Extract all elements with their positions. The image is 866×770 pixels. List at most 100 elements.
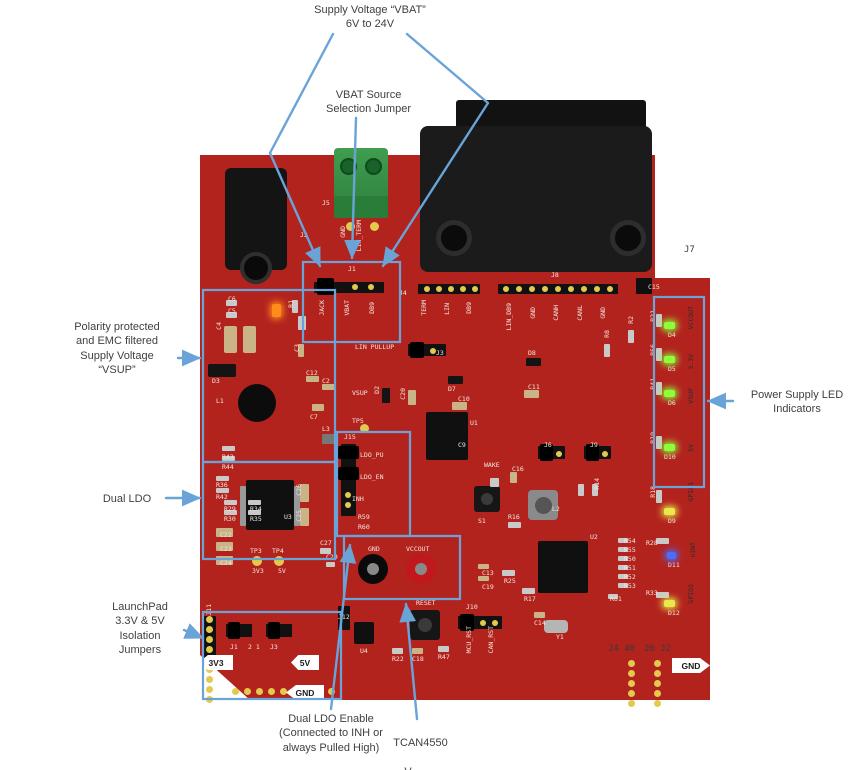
board-component — [238, 384, 276, 422]
callout-launchpad-isolation: LaunchPad 3.3V & 5V Isolation Jumpers — [112, 601, 168, 656]
board-component — [424, 286, 430, 292]
silkscreen-label: D3 — [212, 377, 220, 385]
silkscreen-label: R2 — [627, 316, 635, 324]
board-component — [538, 541, 588, 593]
board-component — [370, 222, 379, 231]
board-component — [240, 486, 246, 526]
board-component — [516, 286, 522, 292]
board-component — [452, 402, 467, 410]
board-component — [534, 612, 545, 618]
board-component — [206, 616, 213, 623]
silkscreen-label: Y1 — [556, 633, 564, 641]
board-component — [326, 562, 335, 567]
board-component — [415, 563, 427, 575]
silkscreen-label: CAN_RST — [487, 626, 495, 654]
silkscreen-label: R22 — [392, 655, 404, 663]
silkscreen-label: 5V — [687, 444, 695, 452]
silkscreen-label: R55 — [624, 546, 636, 554]
led — [667, 552, 676, 559]
board-component — [412, 648, 423, 654]
board-component — [472, 286, 478, 292]
board-component — [206, 686, 213, 693]
board-component — [522, 588, 535, 594]
silkscreen-label: 3.3V — [687, 354, 695, 370]
silkscreen-label: C13 — [482, 569, 494, 577]
board-component — [206, 636, 213, 643]
silkscreen-label: D2 — [373, 386, 381, 394]
board-component — [322, 434, 336, 444]
board-component — [592, 484, 598, 496]
silkscreen-label: DB9 — [465, 302, 473, 314]
silkscreen-label: S1 — [478, 517, 486, 525]
silkscreen-label: U4 — [360, 647, 368, 655]
terminal-block-screw-left — [340, 158, 357, 175]
silkscreen-label: VCCOUT — [406, 545, 430, 553]
board-component — [481, 493, 493, 505]
silkscreen-label: R14 — [593, 478, 601, 490]
board-component — [317, 278, 334, 295]
board-component — [345, 492, 351, 498]
board-component — [492, 620, 498, 626]
board-component — [618, 538, 628, 543]
board-component — [478, 564, 489, 569]
silkscreen-label: J15 — [344, 433, 356, 441]
board-component — [312, 404, 324, 411]
board-component — [508, 522, 521, 528]
board-component — [608, 594, 618, 599]
board-component — [602, 451, 608, 457]
silkscreen-label: R51 — [624, 564, 636, 572]
silkscreen-label: GND — [529, 307, 537, 319]
silkscreen-label: J4 — [399, 289, 407, 297]
silkscreen-label: R21 — [649, 310, 657, 322]
board-component — [460, 614, 474, 631]
board-component — [502, 570, 515, 576]
board-component — [392, 648, 403, 654]
silkscreen-label: TERM — [420, 300, 428, 316]
board-component — [338, 446, 359, 459]
silkscreen-label: C11 — [528, 383, 540, 391]
board-component — [418, 618, 432, 632]
board-component — [206, 696, 213, 703]
board-component — [656, 314, 662, 327]
board-component — [503, 286, 509, 292]
silkscreen-label: TP5 — [352, 417, 364, 425]
board-component — [448, 286, 454, 292]
silkscreen-label: R16 — [508, 513, 520, 521]
board-component — [544, 620, 568, 633]
silkscreen-label: R30 — [224, 515, 236, 523]
silkscreen-label: LDO_EN — [360, 473, 384, 481]
silkscreen-label: C26 — [295, 484, 303, 496]
silkscreen-label: R53 — [624, 582, 636, 590]
board-component — [529, 286, 535, 292]
silkscreen-label: C24 — [220, 559, 232, 567]
silkscreen-label: LIN PULLUP — [355, 343, 395, 351]
board-component — [244, 688, 251, 695]
silkscreen-label: RESET — [416, 599, 436, 607]
silkscreen-label: 3V3 — [252, 567, 264, 575]
silkscreen-label: 20 J2 — [644, 644, 672, 654]
silkscreen-label: LDO_PU — [360, 451, 384, 459]
silkscreen-label: L1 — [216, 397, 224, 405]
silkscreen-label: L3 — [322, 425, 330, 433]
board-component — [656, 538, 669, 544]
silkscreen-label: R34 — [250, 505, 262, 513]
silkscreen-label: R18 — [649, 486, 657, 498]
led — [664, 444, 675, 451]
silkscreen-label: R1 — [287, 300, 295, 308]
board-component — [555, 286, 561, 292]
silkscreen-label: D12 — [668, 609, 680, 617]
board-component — [618, 556, 628, 561]
board-component — [478, 576, 489, 581]
silkscreen-label: 5V — [278, 567, 286, 575]
board-component — [206, 646, 213, 653]
callout-tcan-vccout: TCAN4550 VCCOUT — [383, 722, 458, 770]
callout-vbat-source: VBAT Source Selection Jumper — [326, 89, 411, 116]
silkscreen-label: J5 — [322, 199, 330, 207]
board-component — [298, 316, 306, 330]
terminal-block-screw-right — [365, 158, 382, 175]
board-component — [654, 690, 661, 697]
board-component — [490, 478, 499, 487]
terminal-block-front — [334, 196, 388, 218]
silkscreen-label: GND — [339, 226, 347, 238]
board-component — [480, 620, 486, 626]
